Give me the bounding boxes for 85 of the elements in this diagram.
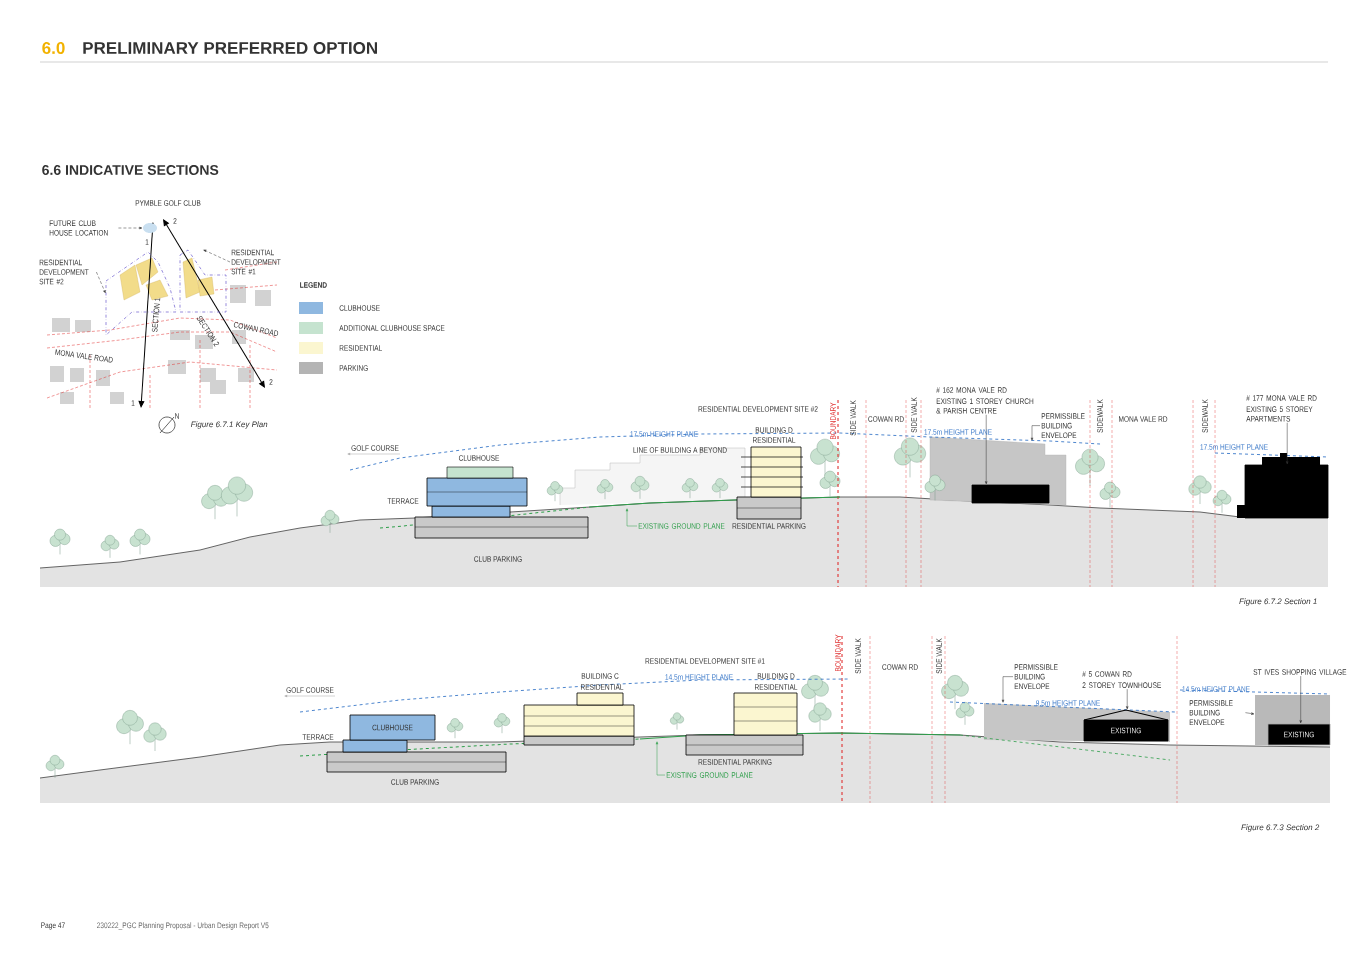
footer-text: 230222_PGC Planning Proposal - Urban Design Report V5 [97,922,269,930]
boundary-label: BOUNDARY [835,634,841,671]
annotation-label: SIDE WALK [911,397,917,433]
annotation-label: SIDE WALK [936,638,942,674]
figure-caption: Figure 6.7.2 Section 1 [1239,598,1317,606]
leader-line [625,508,638,527]
building-block [971,484,1050,504]
leader-line [118,226,143,230]
height-plane-label: 17.5m HEIGHT PLANE [924,429,992,435]
callout-text: EXISTING GROUND PLANE [666,772,753,778]
leader-line [1245,712,1255,715]
road-label: MONA VALE RD [1119,416,1168,422]
annotation-label: GOLF COURSE [286,687,334,693]
road-label: COWAN RD [868,416,904,422]
section-heading: 6.6 INDICATIVE SECTIONS [42,165,219,175]
figure-caption: Figure 6.7.1 Key Plan [190,421,268,429]
height-plane-label: 14.5m HEIGHT PLANE [1182,686,1250,692]
annotation-label: CLUB PARKING [391,779,439,785]
callout-text: ST IVES SHOPPING VILLAGE [1253,669,1347,675]
height-plane-label: 14.5m HEIGHT PLANE [665,674,733,680]
annotation-label: RESIDENTIAL [755,684,798,690]
callout-text: RESIDENTIAL DEVELOPMENT SITE #1 [231,249,281,275]
callout-text: RESIDENTIAL DEVELOPMENT SITE #2 [39,259,89,285]
annotation-label: RESIDENTIAL DEVELOPMENT SITE #2 [698,406,818,412]
north-label: N [175,413,179,419]
annotation-label: RESIDENTIAL [581,684,624,690]
section-line-label: SECTION 1 [151,298,161,333]
height-plane-label: 9.5m HEIGHT PLANE [1036,700,1100,706]
annotation-label: SIDE WALK [850,400,856,436]
callout-text: EXISTING GROUND PLANE [638,523,725,529]
callout-text: PERMISSIBLE BUILDING ENVELOPE [1014,664,1058,690]
annotation-label: RESIDENTIAL PARKING [698,759,772,765]
leader-line [203,249,231,263]
height-plane-label: 17.5m HEIGHT PLANE [630,431,698,437]
annotation-label: RESIDENTIAL PARKING [732,523,806,529]
annotation-label: BUILDING C [581,673,619,679]
annotation-label: GOLF COURSE [351,445,399,451]
legend-label: ADDITIONAL CLUBHOUSE SPACE [339,325,445,331]
leader-line [1001,676,1014,703]
leader-line [1126,688,1129,710]
legend-label: PARKING [339,365,368,371]
building-block: EXISTING [1267,723,1331,746]
boundary-label: BOUNDARY [830,402,836,439]
page-title: PRELIMINARY PREFERRED OPTION [83,42,377,55]
annotation-label: CLUB PARKING [474,556,522,562]
leader-line [1286,422,1289,465]
section-marker: 2 [269,379,273,385]
site-boundary [179,249,227,313]
road-label: COWAN RD [882,664,918,670]
annotation-label: SIDEWALK [1097,399,1103,433]
location-marker [143,223,157,233]
figure-caption: Figure 6.7.3 Section 2 [1241,824,1320,832]
annotation-label: BUILDING D [755,427,793,433]
section-number: 6.0 [42,42,65,55]
site-boundary [105,251,177,336]
section-marker: 2 [173,218,177,224]
section-marker: 1 [145,239,149,245]
callout-text: PERMISSIBLE BUILDING ENVELOPE [1041,413,1085,439]
callout-text: FUTURE CLUB HOUSE LOCATION [49,220,108,236]
building-block [1237,453,1329,519]
annotation-label: TERRACE [387,498,419,504]
callout-text: PERMISSIBLE BUILDING ENVELOPE [1189,700,1233,726]
annotation-label: RESIDENTIAL [753,437,796,443]
legend-label: CLUBHOUSE [339,305,380,311]
annotation-label: BUILDING D [757,673,795,679]
annotation-label: RESIDENTIAL DEVELOPMENT SITE #1 [645,658,765,664]
annotation-label: TERRACE [302,734,334,740]
section-marker: 1 [131,400,135,406]
leader-line [96,271,106,294]
annotation-label: SIDE WALK [855,638,861,674]
leader-line [655,741,666,776]
callout-text: # 5 COWAN RD 2 STOREY TOWNHOUSE [1082,671,1161,688]
annotation-label: CLUBHOUSE [458,455,500,461]
leader-line [1030,425,1041,441]
annotation-label: LINE OF BUILDING A BEYOND [633,447,727,453]
legend-title: LEGEND [300,282,327,288]
callout-text: # 177 MONA VALE RD EXISTING 5 STOREY APARTMENTS [1246,395,1317,422]
leader-line [985,414,988,485]
page-number: Page 47 [41,922,65,930]
road-label: COWAN ROAD [233,321,279,336]
callout-text: # 162 MONA VALE RD EXISTING 1 STOREY CHURCH & PARISH CENTRE [936,387,1034,414]
building-block: EXISTING [1083,709,1169,742]
annotation-label: SIDEWALK [1202,399,1208,433]
legend-label: RESIDENTIAL [339,345,382,351]
leader-line [1299,675,1302,724]
